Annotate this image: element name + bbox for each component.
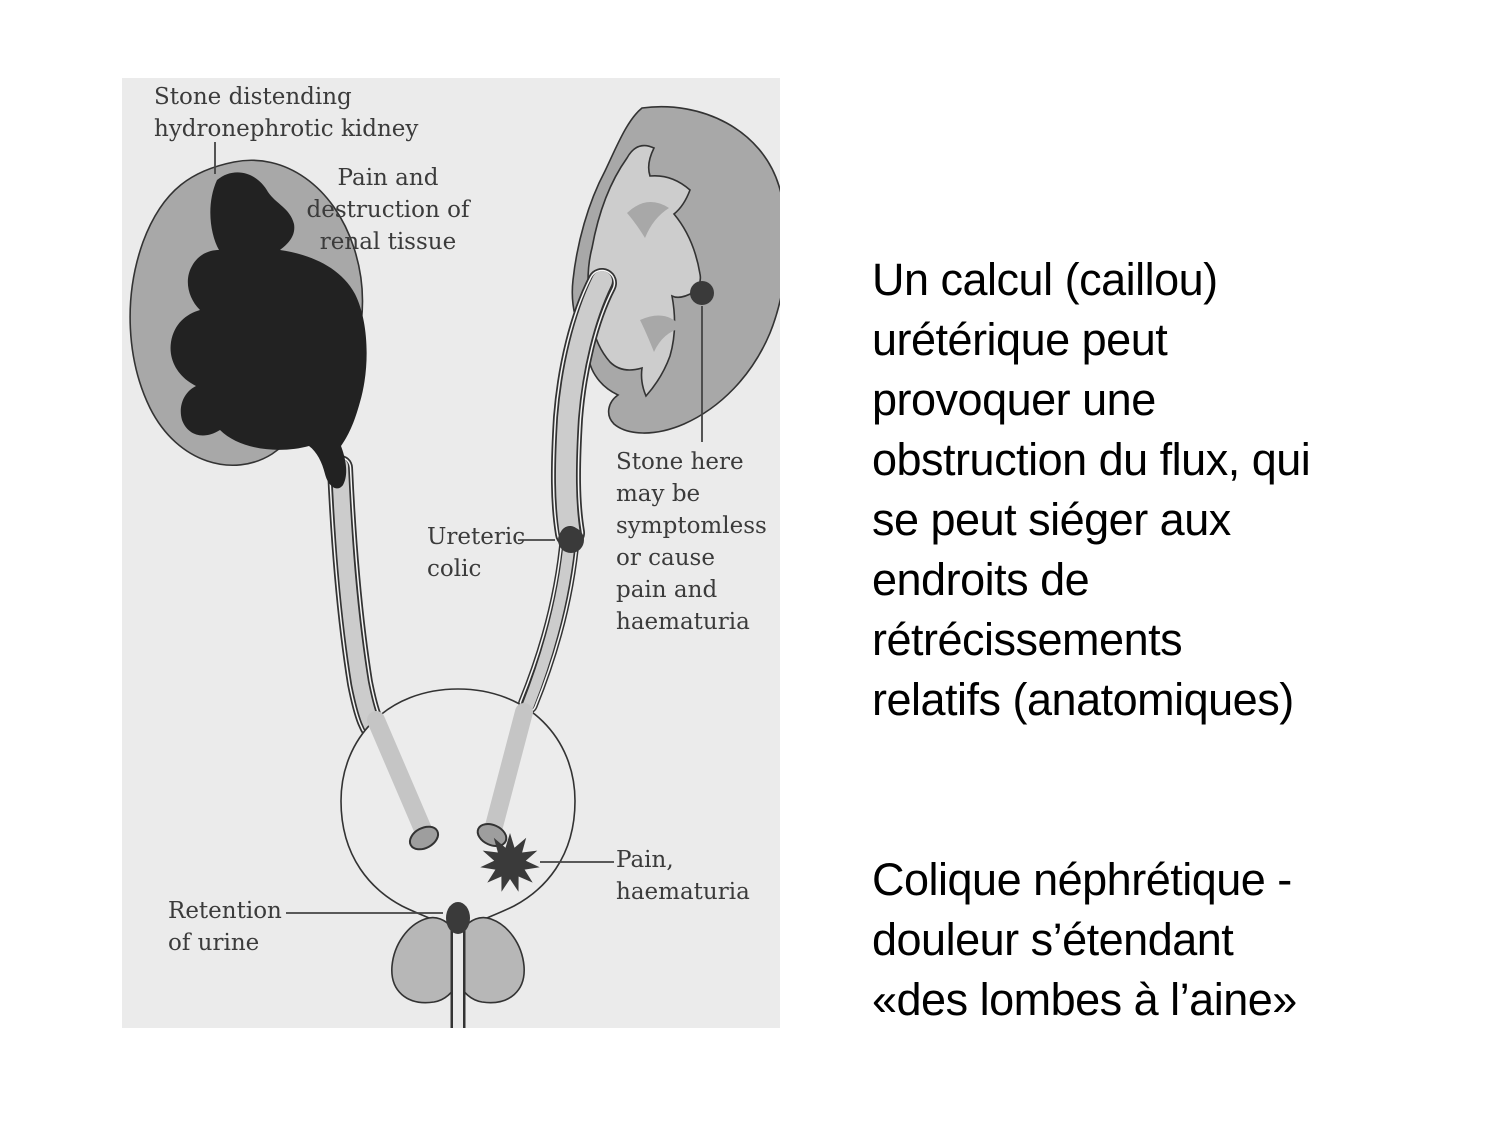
ureteric-orifice-left (408, 825, 440, 851)
paragraph-colique-nephretique: Colique néphrétique - douleur s’étendant… (872, 854, 1297, 1025)
label-stone-distending: Stone distending hydronephrotic kidney (154, 84, 419, 142)
label-pain-haematuria: Pain, haematuria (616, 847, 750, 905)
right-ureter (518, 268, 617, 714)
bladder-neck-stone (446, 902, 470, 934)
urinary-tract-illustration (122, 78, 780, 1028)
label-stone-here: Stone here may be symptomless or cause p… (616, 449, 767, 635)
intramural-ureter-right (484, 703, 533, 839)
calyx-fold-lower (640, 315, 682, 352)
kidney-stone-dot (690, 281, 714, 305)
renal-pelvis-shape (587, 144, 702, 398)
label-pain-destruction: Pain and destruction of renal tissue (306, 165, 470, 255)
label-retention: Retention of urine (168, 898, 282, 956)
ureteric-orifice-right (476, 823, 508, 847)
hydronephrotic-mass-shape (170, 172, 367, 489)
urinary-tract-figure: Stone distending hydronephrotic kidney P… (122, 78, 780, 1028)
bladder-stone-star (480, 833, 540, 892)
calyx-fold-upper (627, 202, 669, 238)
intramural-ureter-left (367, 711, 433, 841)
label-ureteric-colic: Ureteric colic (427, 524, 526, 582)
ureter-stone-dot (558, 527, 584, 553)
slide-text: Un calcul (caillou) urétérique peut prov… (872, 190, 1432, 1090)
paragraph-obstruction: Un calcul (caillou) urétérique peut prov… (872, 254, 1311, 725)
